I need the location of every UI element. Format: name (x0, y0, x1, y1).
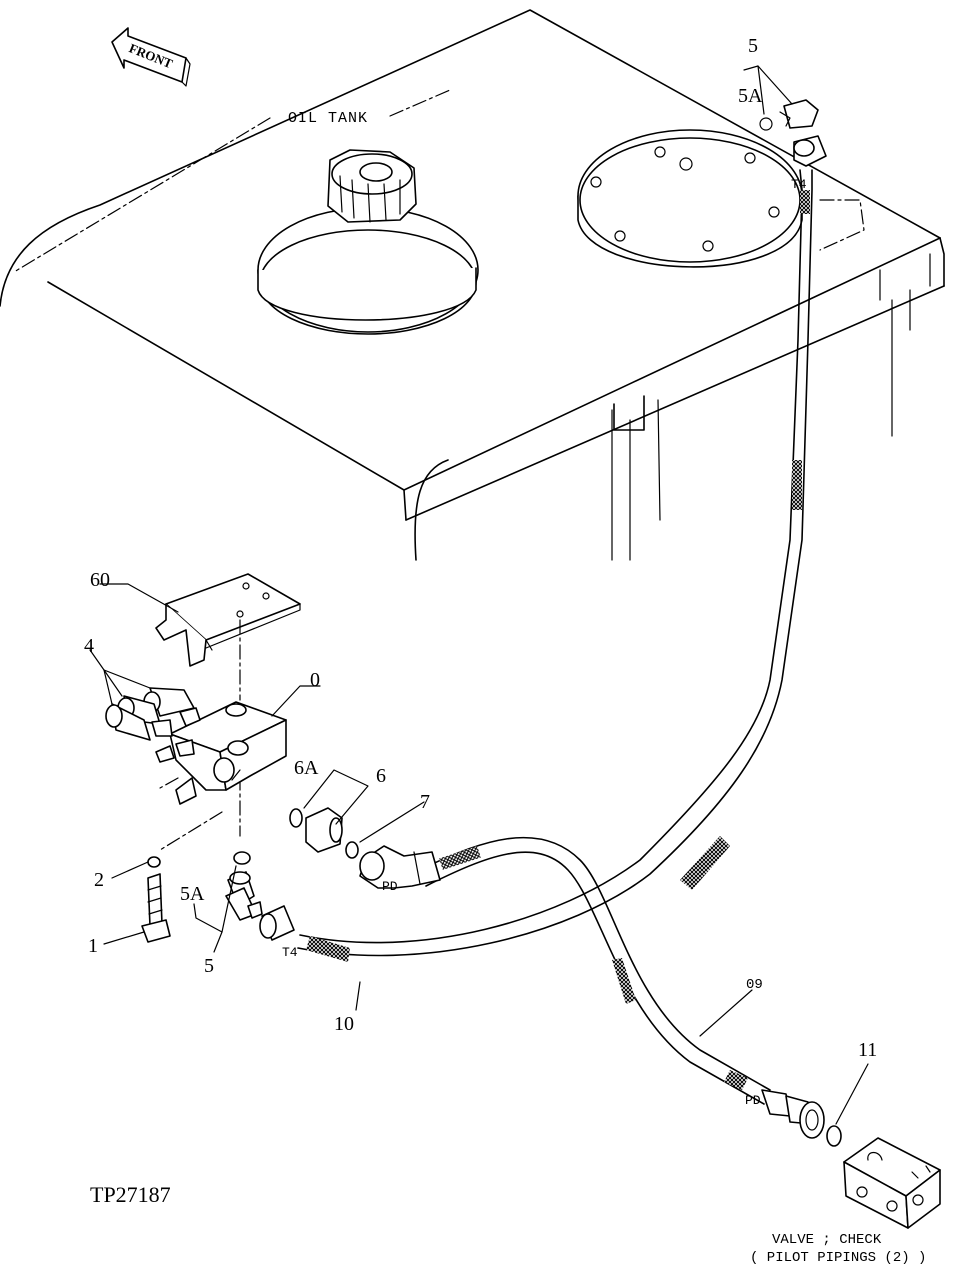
label-t4-top: T4 (791, 177, 807, 192)
o-ring-7 (345, 841, 359, 859)
cartridges-4 (89, 649, 201, 763)
pilot-hose-09 (419, 836, 771, 1105)
bracket-60 (99, 573, 301, 667)
label-2: 2 (94, 869, 104, 891)
valve-label-line2: ( PILOT PIPINGS (2) ) (750, 1250, 926, 1266)
valve-label-line1: VALVE ; CHECK (772, 1232, 882, 1248)
front-arrow-icon: FRONT (111, 27, 191, 87)
label-60: 60 (90, 569, 110, 591)
adapter-6 (305, 807, 343, 853)
label-5-lower: 5 (204, 955, 214, 977)
label-5a-top: 5A (738, 85, 763, 107)
fitting-5-top (743, 65, 827, 167)
fitting-pd-right (761, 1089, 825, 1139)
o-ring-5a-lower (233, 851, 251, 865)
fitting-5-lower (225, 871, 295, 941)
bolt-1 (141, 873, 171, 943)
washer-2 (147, 856, 161, 868)
label-7: 7 (420, 791, 430, 813)
filler-cap (257, 149, 479, 335)
label-11: 11 (858, 1039, 877, 1061)
label-09: 09 (746, 977, 763, 993)
o-ring-11 (826, 1125, 842, 1147)
label-pd-left: PD (382, 879, 398, 894)
label-t4-bottom: T4 (282, 945, 298, 960)
cover-plate (577, 129, 803, 268)
oil-tank-label: OIL TANK (288, 110, 368, 127)
check-valve-block (843, 1137, 941, 1229)
drawing-id: TP27187 (90, 1182, 171, 1207)
label-6a: 6A (294, 757, 319, 779)
label-5a-lower: 5A (180, 883, 205, 905)
label-0: 0 (310, 669, 320, 691)
label-5-top: 5 (748, 35, 758, 57)
o-ring-6a (289, 808, 303, 828)
label-1: 1 (88, 935, 98, 957)
label-10: 10 (334, 1013, 354, 1035)
label-pd-right: PD (745, 1093, 761, 1108)
label-4: 4 (84, 635, 94, 657)
oil-tank: OIL TANK (0, 9, 945, 561)
fitting-pd-left (359, 845, 441, 889)
return-hose-10 (297, 169, 813, 962)
label-6: 6 (376, 765, 386, 787)
